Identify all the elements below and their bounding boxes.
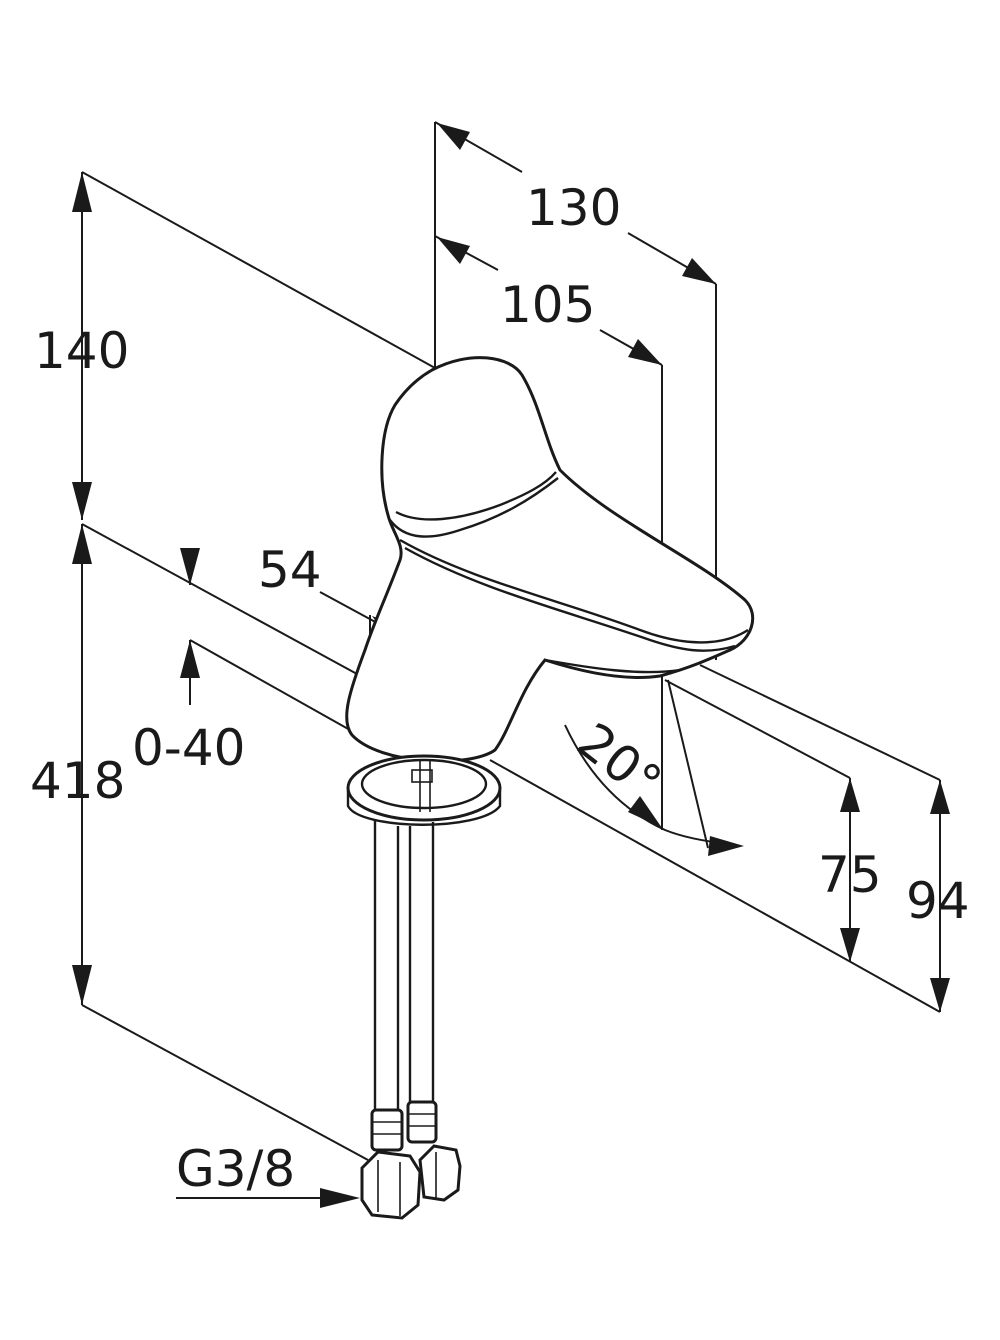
supply-hoses	[360, 820, 462, 1220]
dim-105-label: 105	[500, 276, 595, 334]
dim-130-label: 130	[526, 179, 621, 237]
dim-54-label: 54	[258, 541, 322, 599]
faucet-body	[345, 356, 755, 763]
dim-140-label: 140	[34, 322, 129, 380]
arrowheads	[72, 123, 950, 1208]
base-ring	[346, 754, 502, 826]
dim-75-label: 75	[818, 846, 882, 904]
dim-20deg-label: 20°	[567, 712, 673, 812]
dim-0-40-label: 0-40	[132, 719, 245, 777]
dim-418-label: 418	[30, 752, 125, 810]
dim-94-label: 94	[906, 872, 970, 930]
thread-g38-label: G3/8	[176, 1140, 295, 1198]
